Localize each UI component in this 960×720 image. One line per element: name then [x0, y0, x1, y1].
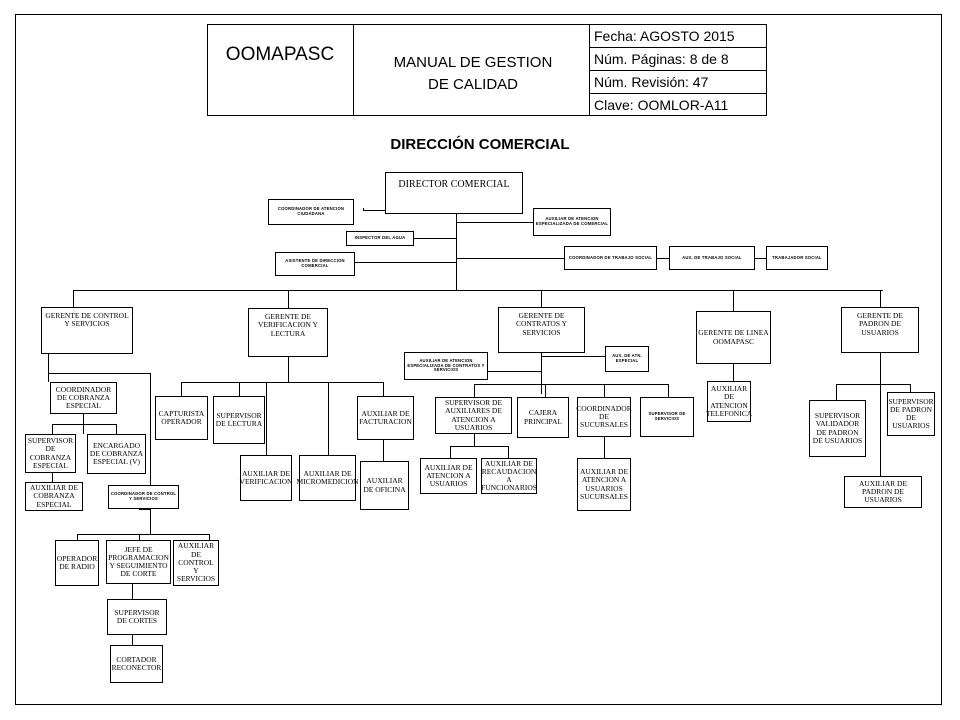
node-coord-trabajo-social: COORDINADOR DE TRABAJO SOCIAL: [564, 246, 657, 270]
chart-title: DIRECCIÓN COMERCIAL: [390, 136, 570, 153]
node-gerente-padron: GERENTE DE PADRON DE USUARIOS: [841, 307, 919, 353]
node-aux-facturacion: AUXILIAR DE FACTURACION: [357, 396, 414, 440]
node-aux-oficina: AUXILIAR DE OFICINA: [360, 461, 409, 510]
node-gerente-control: GERENTE DE CONTROL Y SERVICIOS: [41, 307, 133, 354]
node-sup-validador: SUPERVISOR VALIDADOR DE PADRON DE USUARI…: [809, 400, 866, 457]
node-aux-atn-especial: AUX. DE ATN. ESPECIAL: [605, 346, 649, 372]
node-aux-atencion-sucursales: AUXILIAR DE ATENCION A USUARIOS SUCURSAL…: [577, 458, 631, 511]
header-paginas: Núm. Páginas: 8 de 8: [594, 51, 729, 67]
node-cajera: CAJERA PRINCIPAL: [517, 397, 569, 438]
node-gerente-verificacion: GERENTE DE VERIFICACION Y LECTURA: [248, 308, 328, 357]
node-sup-cobranza: SUPERVISOR DE COBRANZA ESPECIAL: [25, 434, 76, 473]
node-trabajador-social: TRABAJADOR SOCIAL: [766, 246, 828, 270]
node-sup-cortes: SUPERVISOR DE CORTES: [107, 599, 167, 635]
node-aux-atencion-usuarios: AUXILIAR DE ATENCION A USUARIOS: [420, 458, 477, 494]
node-asistente-direccion: ASISTENTE DE DIRECCION COMERCIAL: [275, 252, 355, 276]
node-aux-telefonica: AUXILIAR DE ATENCION TELEFONICA: [706, 381, 752, 422]
node-aux-padron: AUXILIAR DE PADRON DE USUARIOS: [844, 476, 922, 508]
node-coord-sucursales: COORDINADOR DE SUCURSALES: [576, 397, 632, 437]
node-aux-atencion-contratos: AUXILIAR DE ATENCION ESPECIALIZADA DE CO…: [404, 352, 488, 380]
node-operador-radio: OPERADOR DE RADIO: [55, 540, 99, 586]
node-aux-control: AUXILIAR DE CONTROL Y SERVICIOS: [173, 540, 219, 586]
node-coord-control: COORDINADOR DE CONTROL Y SERVICIOS: [108, 485, 179, 509]
header-org: OOMAPASC: [225, 44, 335, 65]
node-sup-aux-atencion: SUPERVISOR DE AUXILIARES DE ATENCION A U…: [435, 397, 512, 434]
node-coord-atencion: COORDINADOR DE ATENCION CIUDADANA: [268, 199, 354, 225]
node-aux-verificacion: AUXILIAR DE VERIFICACION: [240, 455, 292, 501]
node-aux-trabajo-social: AUX. DE TRABAJO SOCIAL: [669, 246, 755, 270]
header-manual: MANUAL DE GESTION DE CALIDAD: [393, 54, 553, 93]
node-capturista: CAPTURISTA OPERADOR: [155, 396, 208, 440]
node-aux-recaudacion: AUXILIAR DE RECAUDACION A FUNCIONARIOS: [481, 458, 537, 494]
node-cortador: CORTADOR RECONECTOR: [110, 645, 163, 683]
node-aux-atencion-especializada: AUXILIAR DE ATENCION ESPECIALIZADA DE CO…: [533, 208, 611, 236]
node-aux-cobranza: AUXILIAR DE COBRANZA ESPECIAL: [25, 482, 83, 511]
header-clave: Clave: OOMLOR-A11: [594, 97, 729, 113]
node-jefe-programacion: JEFE DE PROGRAMACION Y SEGUIMIENTO DE CO…: [106, 540, 171, 584]
node-sup-servicios: SUPERVISOR DE SERVICIOS: [640, 397, 694, 437]
node-enc-cobranza: ENCARGADO DE COBRANZA ESPECIAL (V): [87, 434, 146, 474]
node-sup-padron: SUPERVISOR DE PADRON DE USUARIOS: [887, 392, 935, 436]
node-gerente-contratos: GERENTE DE CONTRATOS Y SERVICIOS: [498, 307, 585, 353]
header-fecha: Fecha: AGOSTO 2015: [594, 28, 735, 44]
page-frame: [15, 14, 942, 705]
header-revision: Núm. Revisión: 47: [594, 74, 709, 90]
node-director: DIRECTOR COMERCIAL: [385, 172, 523, 214]
node-aux-micromedicion: AUXILIAR DE MICROMEDICION: [296, 455, 359, 501]
node-gerente-linea: GERENTE DE LINEA OOMAPASC: [696, 311, 771, 364]
node-coord-cobranza: COORDINADOR DE COBRANZA ESPECIAL: [50, 382, 117, 414]
node-inspector-agua: INSPECTOR DEL AGUA: [346, 231, 414, 246]
node-sup-lectura: SUPERVISOR DE LECTURA: [213, 396, 265, 444]
